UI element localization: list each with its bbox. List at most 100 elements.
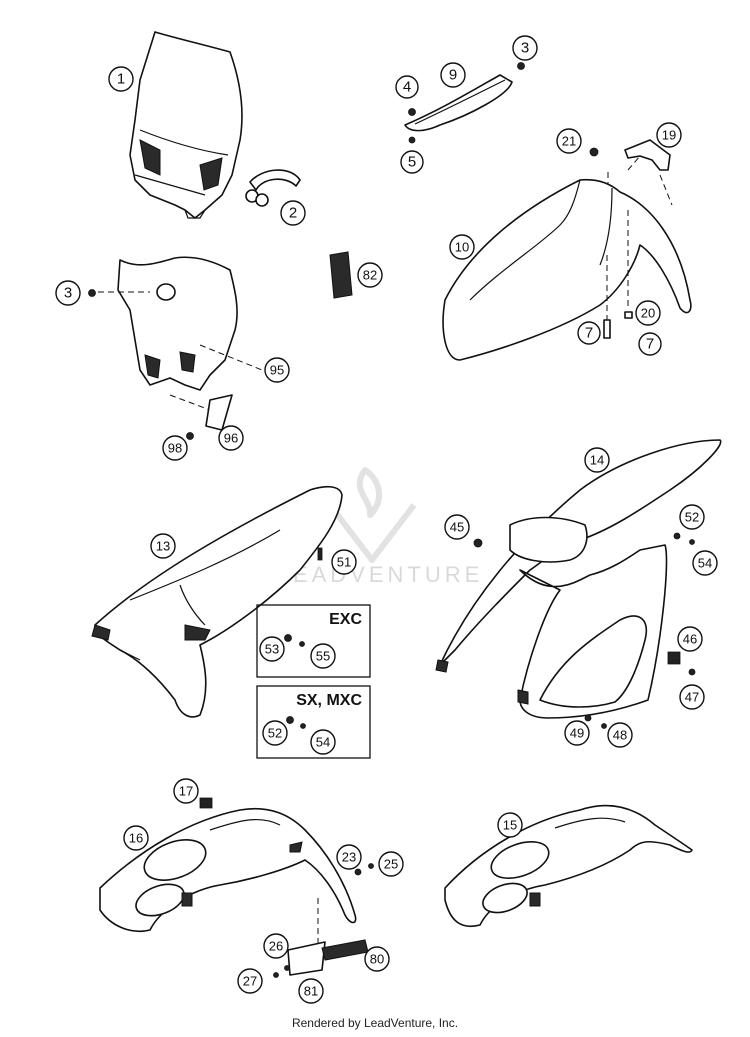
svg-text:51: 51 <box>337 555 351 570</box>
svg-text:52: 52 <box>685 510 699 525</box>
callout-3-top: 3 <box>512 35 538 61</box>
callout-5: 5 <box>400 150 424 174</box>
svg-text:7: 7 <box>585 325 593 342</box>
reflector <box>329 251 353 299</box>
svg-text:16: 16 <box>129 831 143 846</box>
headlight-mask <box>129 31 243 219</box>
rear-fender-side-panel <box>435 439 722 729</box>
sx-mxc-box-title: SX, MXC <box>296 692 362 709</box>
svg-text:52: 52 <box>268 726 282 741</box>
callout-52-right: 52 <box>679 504 705 530</box>
svg-text:26: 26 <box>269 939 283 954</box>
front-fender <box>442 178 692 361</box>
watermark-text: LEADVENTURE <box>277 562 484 587</box>
footer-credit: Rendered by LeadVenture, Inc. <box>291 1016 459 1030</box>
callout-10: 10 <box>449 234 475 260</box>
callout-1: 1 <box>108 66 134 92</box>
callout-14: 14 <box>584 447 610 473</box>
callout-13: 13 <box>150 533 176 559</box>
svg-text:7: 7 <box>646 336 654 353</box>
svg-text:21: 21 <box>562 134 576 149</box>
svg-text:13: 13 <box>156 539 170 554</box>
callout-21: 21 <box>556 128 582 154</box>
svg-text:17: 17 <box>179 784 193 799</box>
svg-text:46: 46 <box>683 632 697 647</box>
callout-54-right: 54 <box>692 550 718 576</box>
callouts: 1 2 3 3 4 5 9 21 19 10 82 20 7 7 95 96 9… <box>55 35 718 1004</box>
svg-text:98: 98 <box>168 441 182 456</box>
callout-49: 49 <box>564 720 590 746</box>
svg-text:15: 15 <box>503 818 517 833</box>
svg-text:96: 96 <box>224 431 238 446</box>
callout-95: 95 <box>264 357 290 383</box>
exc-box-frame <box>256 604 371 678</box>
callout-54-box: 54 <box>310 729 336 755</box>
svg-text:55: 55 <box>316 649 330 664</box>
svg-text:5: 5 <box>408 154 416 171</box>
svg-text:10: 10 <box>455 240 469 255</box>
callout-45: 45 <box>444 514 470 540</box>
callout-25: 25 <box>378 851 404 877</box>
sx-mxc-box: SX, MXC <box>256 685 371 759</box>
callout-27: 27 <box>237 968 263 994</box>
svg-text:2: 2 <box>289 205 297 222</box>
callout-51: 51 <box>331 549 357 575</box>
svg-text:47: 47 <box>685 690 699 705</box>
callout-7-right: 7 <box>638 332 662 356</box>
front-fender-rear-view <box>99 797 374 978</box>
svg-text:4: 4 <box>403 79 411 96</box>
callout-16: 16 <box>123 825 149 851</box>
leadventure-watermark: LEADVENTURE <box>277 467 484 587</box>
svg-text:14: 14 <box>590 453 604 468</box>
callout-19: 19 <box>656 122 682 148</box>
svg-text:19: 19 <box>662 128 676 143</box>
callout-96: 96 <box>218 425 244 451</box>
callout-82: 82 <box>357 262 383 288</box>
callout-55: 55 <box>310 643 336 669</box>
chain-guard <box>404 62 525 144</box>
callout-23: 23 <box>336 844 362 870</box>
callout-47: 47 <box>679 684 705 710</box>
svg-text:54: 54 <box>316 735 330 750</box>
callout-3-plate: 3 <box>55 280 81 306</box>
callout-26: 26 <box>263 933 289 959</box>
svg-text:95: 95 <box>270 363 284 378</box>
exc-box-title: EXC <box>329 611 362 628</box>
callout-2: 2 <box>280 200 306 226</box>
callout-15: 15 <box>497 812 523 838</box>
callout-17: 17 <box>173 778 199 804</box>
svg-text:20: 20 <box>641 306 655 321</box>
callout-81: 81 <box>298 978 324 1004</box>
svg-text:81: 81 <box>304 984 318 999</box>
svg-text:53: 53 <box>265 642 279 657</box>
svg-text:54: 54 <box>698 556 712 571</box>
svg-text:49: 49 <box>570 726 584 741</box>
svg-text:3: 3 <box>521 40 529 57</box>
callout-98: 98 <box>162 435 188 461</box>
rear-fender <box>91 485 343 718</box>
callout-53: 53 <box>259 636 285 662</box>
callout-7-left: 7 <box>577 321 601 345</box>
exc-box: EXC <box>256 604 371 678</box>
headlight-clamp <box>245 169 301 207</box>
callout-4: 4 <box>395 75 419 99</box>
svg-text:25: 25 <box>384 857 398 872</box>
sx-mxc-box-frame <box>256 685 371 759</box>
svg-text:9: 9 <box>449 67 457 84</box>
callout-20: 20 <box>635 300 661 326</box>
svg-text:3: 3 <box>64 285 72 302</box>
callout-9: 9 <box>440 62 466 88</box>
callout-48: 48 <box>607 722 633 748</box>
svg-text:23: 23 <box>342 850 356 865</box>
callout-80: 80 <box>364 946 390 972</box>
svg-text:80: 80 <box>370 952 384 967</box>
front-number-plate <box>88 256 263 440</box>
svg-text:45: 45 <box>450 520 464 535</box>
svg-text:82: 82 <box>363 268 377 283</box>
front-fender-alt <box>444 804 693 927</box>
callout-52-box: 52 <box>262 720 288 746</box>
callout-46: 46 <box>677 626 703 652</box>
svg-text:27: 27 <box>243 974 257 989</box>
svg-text:48: 48 <box>613 728 627 743</box>
